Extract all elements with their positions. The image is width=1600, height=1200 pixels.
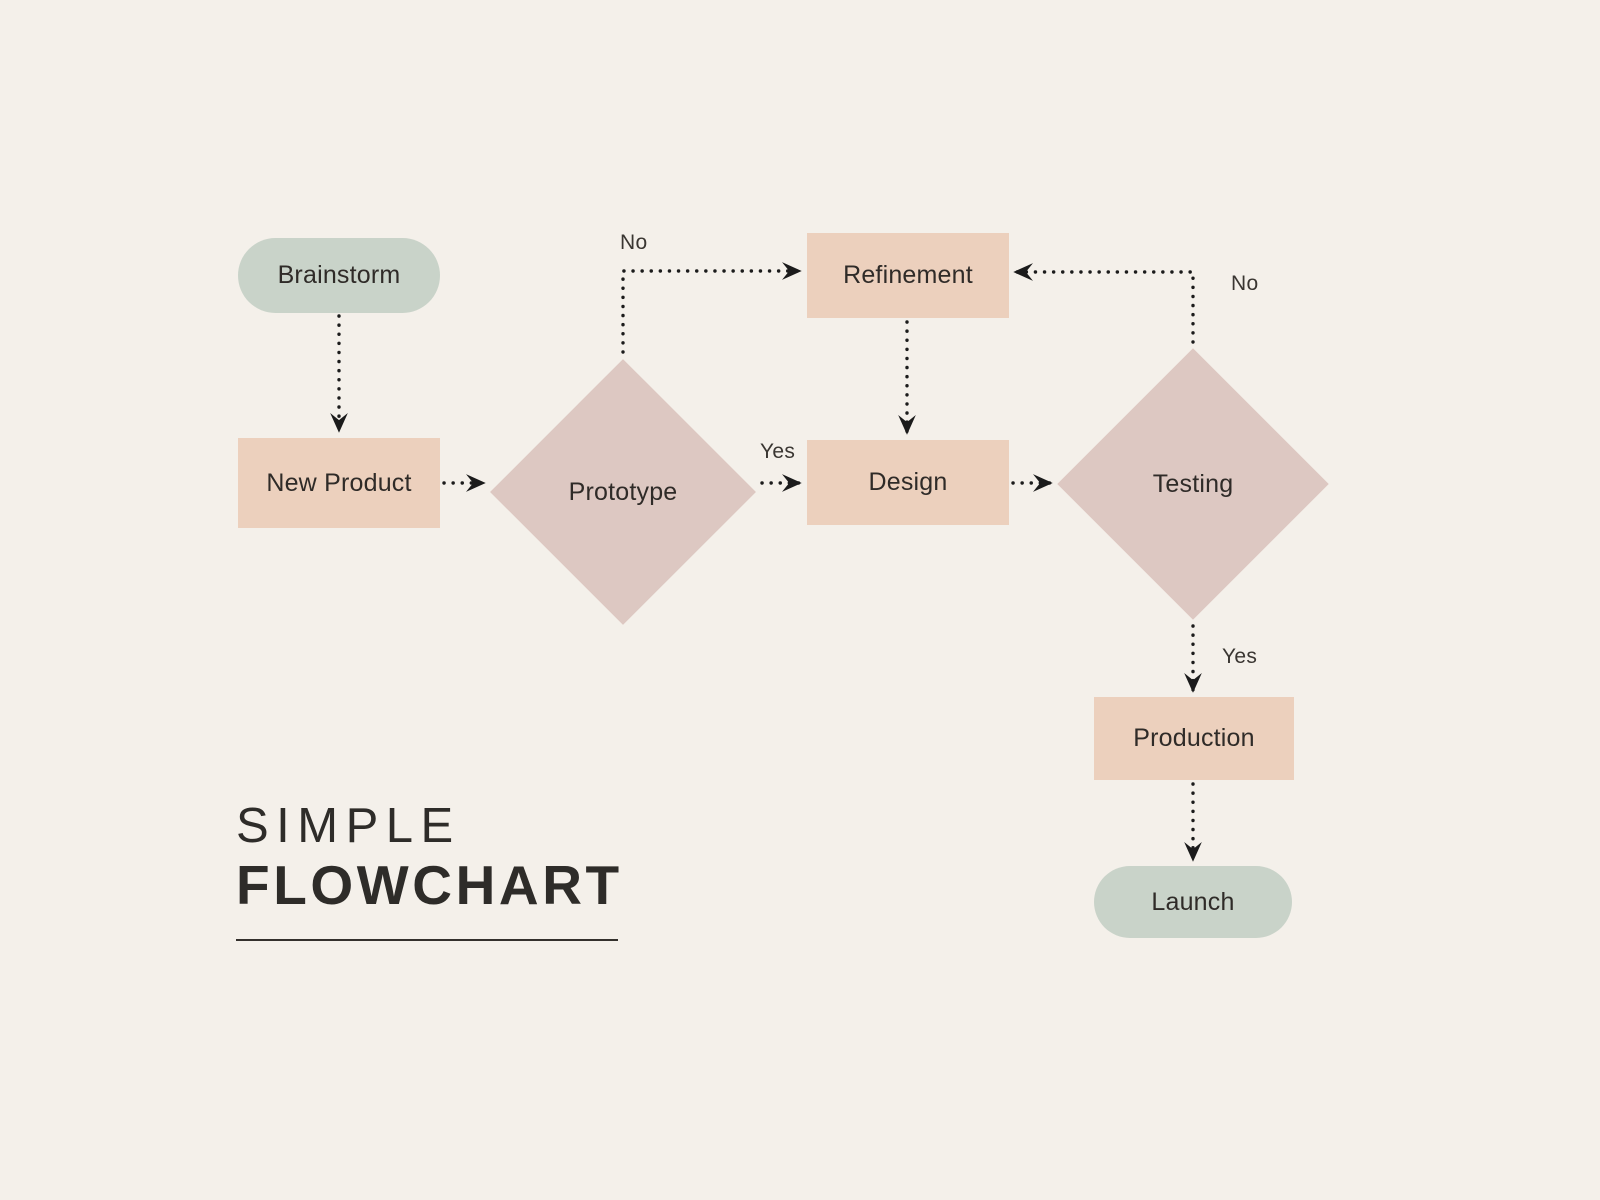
node-prototype[interactable]: Prototype: [490, 359, 756, 625]
edge-label-no-testing: No: [1231, 272, 1259, 295]
node-brainstorm-label: Brainstorm: [277, 261, 401, 289]
edge-label-no-prototype: No: [620, 231, 648, 254]
node-brainstorm[interactable]: Brainstorm: [238, 238, 440, 313]
edge-label-yes-prototype: Yes: [760, 440, 796, 463]
node-design[interactable]: Design: [807, 440, 1009, 525]
node-prototype-label: Prototype: [568, 477, 678, 506]
title-line-simple: SIMPLE: [236, 799, 461, 853]
node-new-product[interactable]: New Product: [238, 438, 440, 528]
node-testing[interactable]: Testing: [1057, 348, 1329, 620]
node-production[interactable]: Production: [1094, 697, 1294, 780]
title-underline-rule: [236, 938, 618, 941]
node-refinement[interactable]: Refinement: [807, 233, 1009, 318]
node-refinement-label: Refinement: [843, 261, 973, 289]
node-launch-label: Launch: [1151, 887, 1235, 916]
node-testing-label: Testing: [1152, 469, 1234, 498]
node-launch[interactable]: Launch: [1094, 866, 1292, 938]
node-production-label: Production: [1133, 724, 1255, 752]
edge-testing-refinement-no: [1013, 263, 1195, 344]
node-new-product-label: New Product: [266, 468, 412, 497]
title-block: SIMPLE FLOWCHART: [236, 800, 836, 941]
node-design-label: Design: [868, 468, 948, 496]
edge-label-yes-testing: Yes: [1222, 645, 1258, 668]
title-line-flowchart: FLOWCHART: [236, 853, 623, 916]
edge-prototype-refinement-no: [621, 262, 802, 354]
